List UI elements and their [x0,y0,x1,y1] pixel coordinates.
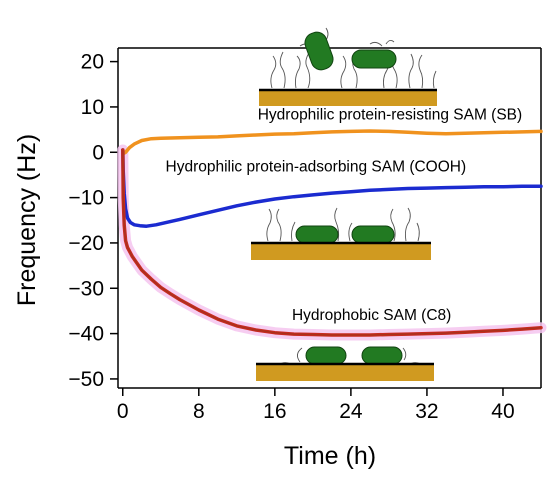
y-axis-title: Frequency (Hz) [13,134,41,306]
series-line-cooh [121,148,543,228]
x-tick-label: 0 [117,400,129,423]
y-tick-label: −50 [68,368,104,391]
x-tick-label: 40 [491,400,514,423]
y-ticks: 20 10 0 −10 −20 −30 −40 −50 [68,51,118,391]
annotation-group: Hydrophilic protein-resisting SAM (SB) Hy… [166,107,523,324]
c8-protein-left [305,346,347,365]
c8-surface-illustration [256,346,434,381]
series-line-c8-overlay [122,149,542,336]
x-axis-title: Time (h) [284,442,376,470]
series-annotation: Hydrophilic protein-resisting SAM (SB) [258,107,522,124]
series-group [121,129,543,337]
x-tick-label: 16 [263,400,286,423]
cooh-gold-substrate [251,243,431,260]
x-ticks: 0 8 16 24 32 40 [117,388,515,423]
x-tick-label: 8 [193,400,205,423]
y-tick-label: −10 [68,187,104,210]
series-annotation: Hydrophilic protein-adsorbing SAM (COOH) [166,158,467,175]
x-tick-label: 32 [415,400,438,423]
y-tick-label: −20 [68,232,104,255]
series-annotation: Hydrophobic SAM (C8) [292,307,451,324]
sb-surface-illustration [259,27,437,106]
y-tick-label: −40 [68,323,104,346]
y-tick-label: 20 [81,51,104,74]
sb-protein-lying [351,49,397,69]
y-tick-label: 10 [81,96,104,119]
sb-polymer-brushes [270,27,437,89]
cooh-surface-illustration [251,207,431,260]
c8-protein-right [361,346,403,365]
series-line-sb [121,129,543,156]
y-tick-label: −30 [68,277,104,300]
sb-gold-substrate [259,90,437,106]
sb-protein-standing [304,31,334,71]
c8-gold-substrate [256,364,434,381]
cooh-protein-right [351,225,395,244]
x-tick-label: 24 [339,400,363,423]
cooh-protein-left [295,225,339,244]
y-tick-label: 0 [92,141,104,164]
